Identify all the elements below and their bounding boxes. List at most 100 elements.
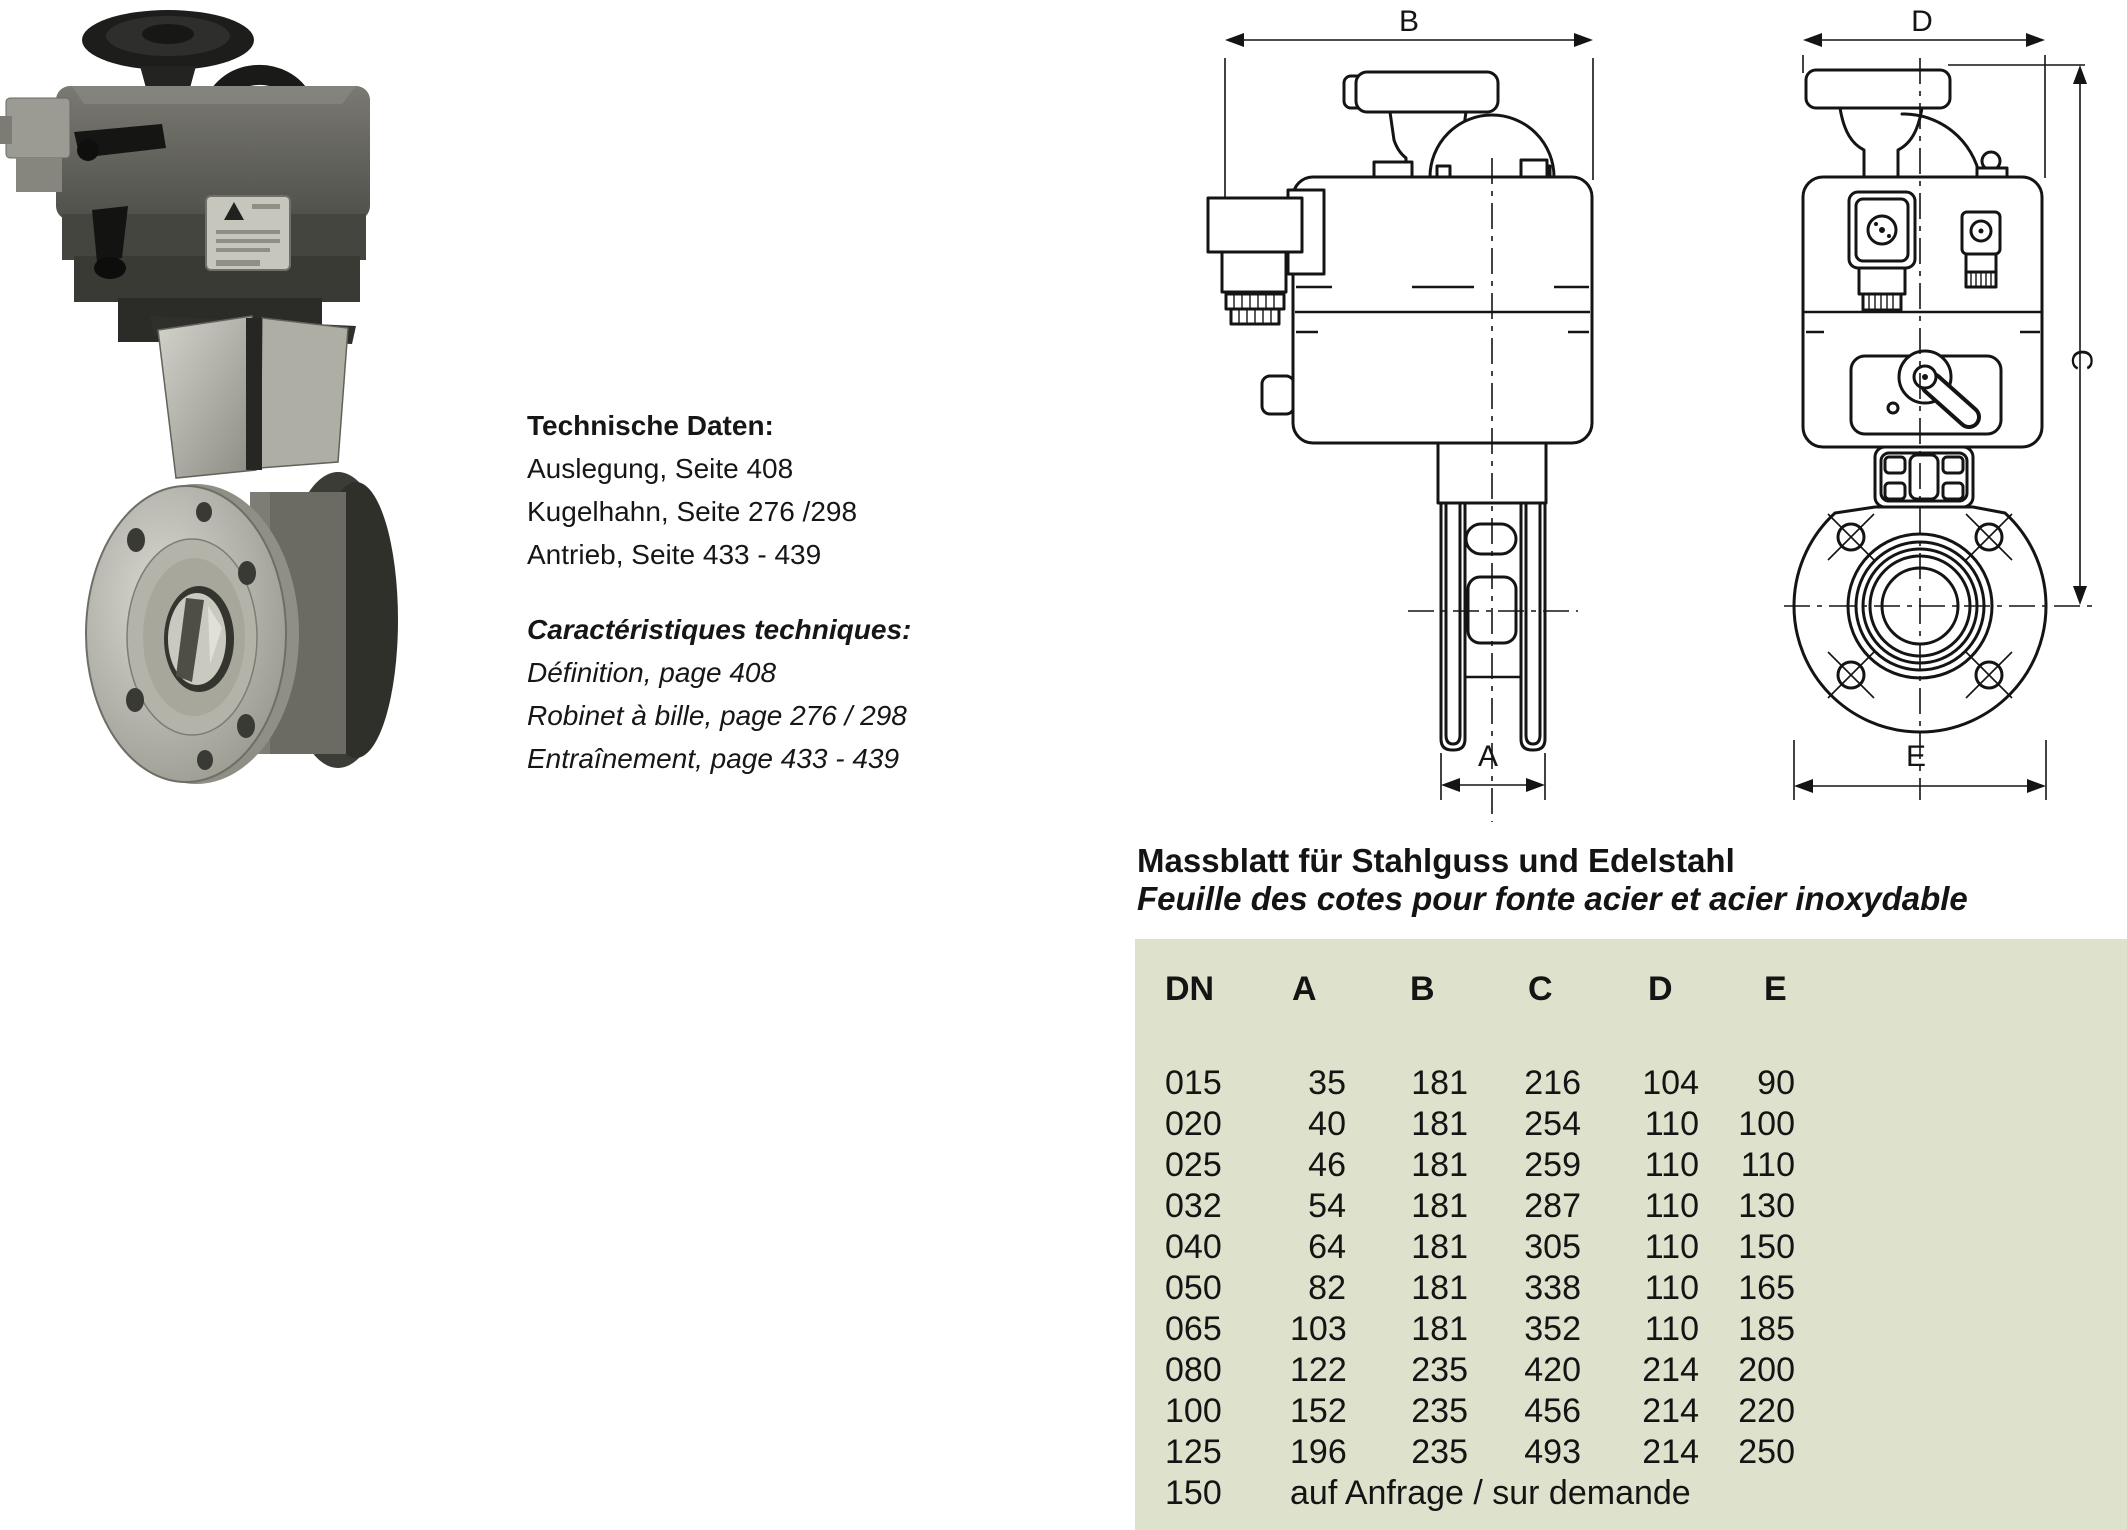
technical-data-fr-line: Définition, page 408 — [527, 657, 777, 688]
cell-e: 100 — [1738, 1105, 1795, 1143]
cell-c: 305 — [1524, 1228, 1581, 1266]
dimension-e-label: E — [1906, 740, 1926, 773]
cell-b: 181 — [1411, 1146, 1468, 1184]
cell-a: 103 — [1290, 1310, 1347, 1348]
front-cable-connector — [1206, 188, 1326, 326]
side-din-connector-left — [1847, 190, 1917, 312]
technical-data-fr: Caractéristiques techniques: Définition,… — [527, 608, 997, 780]
cell-d: 110 — [1644, 1269, 1699, 1307]
cell-c: 493 — [1524, 1433, 1581, 1471]
dimension-d: D — [1802, 5, 2046, 178]
cell-b: 181 — [1411, 1187, 1468, 1225]
cell-note: auf Anfrage / sur demande — [1290, 1474, 1691, 1512]
cell-dn: 020 — [1165, 1105, 1222, 1143]
col-header-a: A — [1292, 969, 1317, 1008]
table-row: 125 196 235 493 214 250 — [1165, 1432, 2127, 1473]
cell-c: 338 — [1524, 1269, 1581, 1307]
cell-d: 110 — [1644, 1187, 1699, 1225]
cell-e: 220 — [1738, 1392, 1795, 1430]
cell-a: 46 — [1308, 1146, 1346, 1184]
product-photo — [0, 10, 398, 784]
technical-data-fr-title: Caractéristiques techniques: — [527, 614, 912, 645]
cell-c: 216 — [1524, 1064, 1581, 1102]
cell-b: 181 — [1411, 1228, 1468, 1266]
cell-dn: 040 — [1165, 1228, 1222, 1266]
technical-data-de: Technische Daten: Auslegung, Seite 408 K… — [527, 404, 997, 576]
table-row: 015 35 181 216 104 90 — [1165, 1063, 2127, 1104]
cell-c: 352 — [1524, 1310, 1581, 1348]
table-title-fr: Feuille des cotes pour fonte acier et ac… — [1137, 880, 1968, 917]
cell-a: 122 — [1290, 1351, 1347, 1389]
cell-dn: 065 — [1165, 1310, 1222, 1348]
photo-valve-body — [85, 472, 398, 784]
cell-a: 196 — [1290, 1433, 1347, 1471]
dimension-a-label: A — [1478, 740, 1498, 773]
side-mounting-bracket — [1873, 445, 1975, 509]
dimension-b-label: B — [1399, 5, 1419, 38]
cell-dn: 015 — [1165, 1064, 1222, 1102]
cell-a: 40 — [1308, 1105, 1346, 1143]
cell-a: 82 — [1308, 1269, 1346, 1307]
cell-dn: 150 — [1165, 1474, 1222, 1512]
table-row: 150 auf Anfrage / sur demande — [1165, 1473, 2127, 1514]
front-actuator-body — [1291, 175, 1594, 445]
cell-dn: 125 — [1165, 1433, 1222, 1471]
drawing-side-view: D C — [1784, 5, 2098, 800]
table-section-title: Massblatt für Stahlguss und Edelstahl Fe… — [1137, 842, 2127, 918]
technical-data-fr-line: Entraînement, page 433 - 439 — [527, 743, 900, 774]
photo-bracket — [150, 315, 356, 479]
cell-dn: 025 — [1165, 1146, 1222, 1184]
cell-dn: 080 — [1165, 1351, 1222, 1389]
dimension-a: A — [1440, 740, 1546, 800]
cell-e: 200 — [1738, 1351, 1795, 1389]
table-title-de: Massblatt für Stahlguss und Edelstahl — [1137, 842, 1735, 879]
side-manual-override — [1849, 349, 2003, 436]
table-row: 050 82 181 338 110 165 — [1165, 1268, 2127, 1309]
front-valve-profile — [1439, 501, 1547, 752]
cell-b: 235 — [1411, 1392, 1468, 1430]
cell-e: 90 — [1757, 1064, 1795, 1102]
table-row: 065 103 181 352 110 185 — [1165, 1309, 2127, 1350]
cell-e: 110 — [1740, 1146, 1795, 1184]
cell-d: 214 — [1642, 1392, 1699, 1430]
cell-d: 110 — [1644, 1146, 1699, 1184]
col-header-e: E — [1764, 969, 1787, 1008]
cell-d: 110 — [1644, 1105, 1699, 1143]
table-row: 025 46 181 259 110 110 — [1165, 1145, 2127, 1186]
side-din-connector-right — [1960, 210, 2002, 289]
dimension-d-label: D — [1911, 5, 1933, 38]
technical-data-fr-line: Robinet à bille, page 276 / 298 — [527, 700, 907, 731]
dimension-c: C — [1948, 64, 2098, 605]
col-header-d: D — [1648, 969, 1673, 1008]
dimension-c-label: C — [2065, 349, 2098, 371]
cell-b: 181 — [1411, 1310, 1468, 1348]
table-row: 032 54 181 287 110 130 — [1165, 1186, 2127, 1227]
cell-dn: 032 — [1165, 1187, 1222, 1225]
cell-a: 64 — [1308, 1228, 1346, 1266]
technical-data-de-line: Auslegung, Seite 408 — [527, 453, 794, 484]
cell-d: 104 — [1642, 1064, 1699, 1102]
cell-a: 54 — [1308, 1187, 1346, 1225]
cell-d: 214 — [1642, 1351, 1699, 1389]
cell-c: 420 — [1524, 1351, 1581, 1389]
dimension-b: B — [1224, 5, 1594, 200]
table-header-row: DN A B C D E — [1165, 967, 2127, 1011]
cell-c: 254 — [1524, 1105, 1581, 1143]
drawing-front-view: B A — [1206, 5, 1594, 822]
col-header-dn: DN — [1165, 969, 1215, 1008]
dimension-e: E — [1793, 740, 2047, 800]
side-handwheel — [1804, 68, 1952, 110]
cell-b: 235 — [1411, 1351, 1468, 1389]
col-header-c: C — [1528, 969, 1553, 1008]
cell-e: 250 — [1738, 1433, 1795, 1471]
cell-dn: 100 — [1165, 1392, 1222, 1430]
cell-b: 181 — [1411, 1269, 1468, 1307]
table-row: 080 122 235 420 214 200 — [1165, 1350, 2127, 1391]
cell-e: 150 — [1738, 1228, 1795, 1266]
front-handwheel — [1354, 70, 1500, 114]
cell-e: 165 — [1738, 1269, 1795, 1307]
table-row: 100 152 235 456 214 220 — [1165, 1391, 2127, 1432]
table-row: 020 40 181 254 110 100 — [1165, 1104, 2127, 1145]
cell-b: 181 — [1411, 1105, 1468, 1143]
photo-actuator-body — [0, 86, 370, 342]
